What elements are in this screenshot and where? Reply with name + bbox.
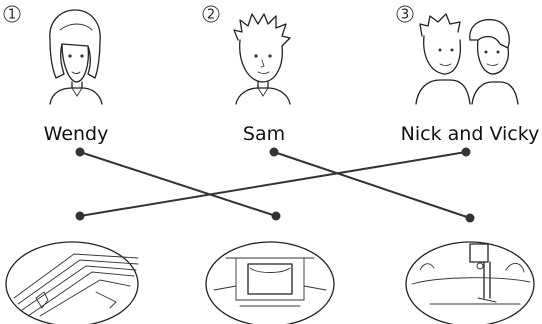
svg-text:2: 2 bbox=[207, 8, 215, 23]
match-line-nick-and-vicky bbox=[79, 151, 467, 217]
top-dot-1 bbox=[75, 147, 85, 157]
top-dot-2 bbox=[269, 147, 279, 157]
school-hall-picture bbox=[205, 241, 335, 324]
item-number-1: 1 bbox=[3, 5, 21, 23]
two-children-illustration bbox=[415, 13, 519, 105]
top-dot-3 bbox=[461, 147, 471, 157]
bottom-dot-3 bbox=[465, 213, 475, 223]
name-label-wendy: Wendy bbox=[44, 123, 109, 145]
basketball-court-picture bbox=[405, 241, 535, 324]
girl-character-illustration bbox=[49, 9, 103, 105]
bottom-dot-2 bbox=[271, 211, 281, 221]
running-track-picture bbox=[5, 241, 139, 324]
svg-text:3: 3 bbox=[401, 8, 409, 23]
svg-text:1: 1 bbox=[8, 8, 16, 23]
name-label-sam: Sam bbox=[243, 123, 285, 145]
match-line-wendy bbox=[79, 151, 277, 217]
item-number-3: 3 bbox=[396, 5, 414, 23]
bottom-dot-1 bbox=[75, 211, 85, 221]
name-label-nick-and-vicky: Nick and Vicky bbox=[401, 123, 540, 145]
match-line-sam bbox=[273, 151, 471, 219]
item-number-2: 2 bbox=[202, 5, 220, 23]
boy-character-illustration bbox=[233, 13, 291, 105]
